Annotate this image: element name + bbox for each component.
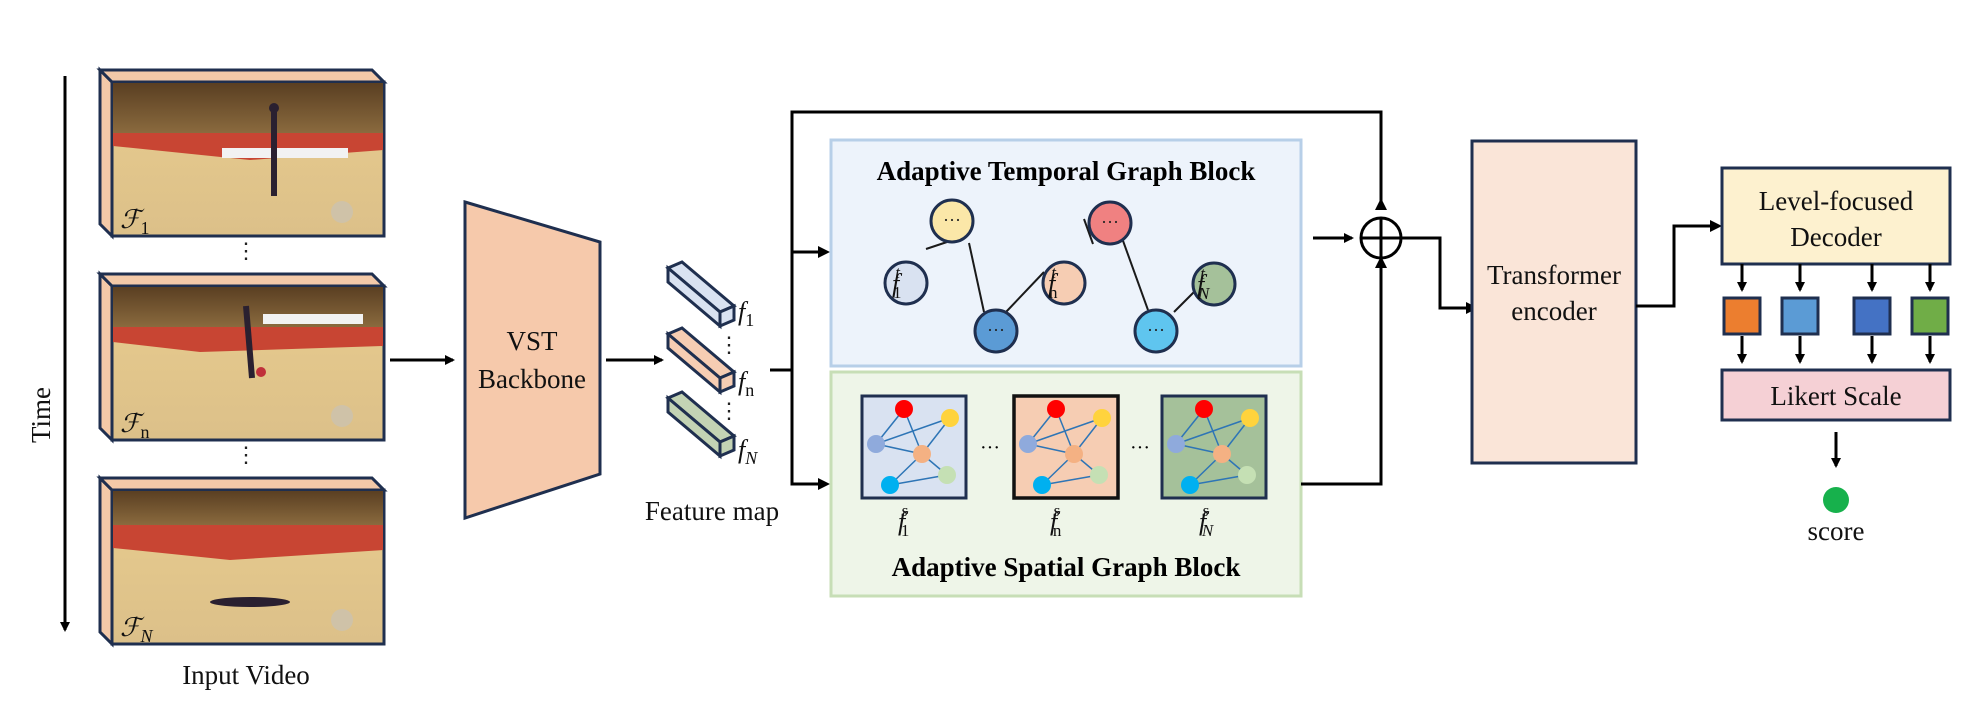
- arrow-transformer-to-decoder: [1636, 224, 1712, 308]
- spatial-ellipsis-2: ···: [1130, 437, 1150, 459]
- temporal-node-fn: [1041, 260, 1087, 306]
- feature-vdots-1: ⋮: [718, 332, 740, 357]
- time-axis: Time: [26, 76, 70, 632]
- feature-fn: [665, 326, 737, 396]
- temporal-node-fN: [1191, 261, 1237, 307]
- video-frame-1: [96, 66, 388, 240]
- spatial-ellipsis-1: ···: [980, 437, 1000, 459]
- score-dot: [1823, 487, 1849, 513]
- video-frame-n: [96, 270, 388, 444]
- input-video: ⋮ ⋮ ℱ1 ℱn ℱN Input Video: [96, 66, 388, 690]
- time-label: Time: [26, 387, 56, 443]
- temporal-node-3: [1087, 200, 1133, 246]
- frame-label-1: ℱ1: [120, 205, 149, 238]
- level-tokens: [1737, 264, 1935, 364]
- feature-f1: [665, 260, 737, 330]
- temporal-edges: [925, 218, 1197, 313]
- feature-map: ⋮ ⋮ f1 fn fN Feature map: [645, 260, 779, 526]
- frames-vdots-1: ⋮: [235, 238, 257, 263]
- branch-connectors: [770, 110, 1383, 486]
- vst-backbone: VST Backbone: [463, 199, 602, 521]
- score-label: score: [1808, 516, 1865, 546]
- temporal-node-4: [1133, 308, 1179, 354]
- temporal-node-f1: [883, 260, 929, 306]
- spatial-graph-1: [860, 394, 968, 500]
- backbone-label-2: Backbone: [478, 364, 586, 394]
- temporal-graph-block: Adaptive Temporal Graph Block ··· ··· ··…: [829, 138, 1303, 368]
- feature-label-fN: fN: [738, 435, 758, 468]
- svg-text:···: ···: [987, 320, 1005, 340]
- svg-text:···: ···: [943, 210, 961, 230]
- feature-map-caption: Feature map: [645, 496, 779, 526]
- decoder-label-1: Level-focused: [1759, 186, 1914, 216]
- decoder-label-2: Decoder: [1790, 222, 1881, 252]
- likert-label: Likert Scale: [1770, 381, 1901, 411]
- likert-scale: Likert Scale: [1720, 368, 1952, 422]
- transformer-encoder: Transformer encoder: [1470, 139, 1638, 465]
- level-token-1: [1722, 296, 1762, 336]
- frames-vdots-2: ⋮: [235, 442, 257, 467]
- spatial-graph-n: [1012, 394, 1120, 500]
- transformer-label-2: encoder: [1511, 296, 1596, 326]
- svg-text:···: ···: [1101, 212, 1119, 232]
- video-frame-N: [96, 474, 388, 648]
- temporal-block-title: Adaptive Temporal Graph Block: [877, 156, 1256, 186]
- svg-text:···: ···: [1147, 320, 1165, 340]
- level-token-2: [1780, 296, 1820, 336]
- spatial-graph-N: [1160, 394, 1268, 500]
- transformer-label-1: Transformer: [1487, 260, 1621, 290]
- level-focused-decoder: Level-focused Decoder: [1720, 166, 1952, 266]
- feature-label-f1: f1: [738, 297, 754, 330]
- backbone-label-1: VST: [506, 326, 558, 356]
- level-token-4: [1910, 296, 1950, 336]
- fusion-node: [1301, 198, 1478, 486]
- feature-fN: [665, 390, 737, 460]
- temporal-node-2: [973, 308, 1019, 354]
- level-token-3: [1852, 296, 1892, 336]
- temporal-node-1: [929, 198, 975, 244]
- input-video-caption: Input Video: [182, 660, 310, 690]
- spatial-block-title: Adaptive Spatial Graph Block: [892, 552, 1241, 582]
- score-output: score: [1808, 487, 1865, 546]
- feature-vdots-2: ⋮: [718, 398, 740, 423]
- feature-label-fn: fn: [738, 367, 754, 400]
